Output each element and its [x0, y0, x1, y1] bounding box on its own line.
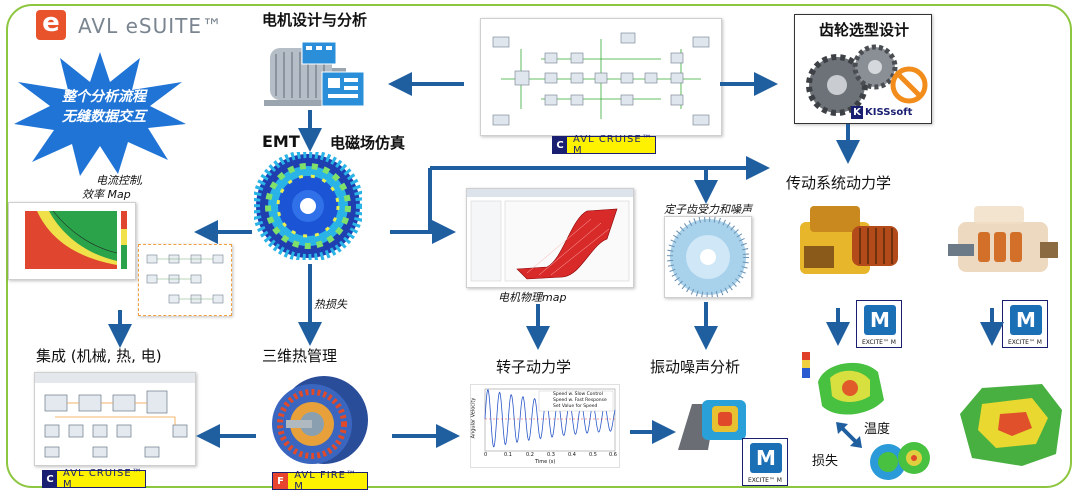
excite-m-icon: M — [750, 443, 782, 473]
label-drivetrain: 传动系统动力学 — [786, 174, 892, 192]
cruise-badge-top: C AVL CRUISE™ M — [552, 134, 656, 156]
kisssoft-logo: K KISSsoft — [851, 105, 912, 119]
control-block-diagram — [146, 254, 224, 304]
excite-text: EXCITE™ M — [862, 339, 896, 346]
rotor-xtick-3: 0.3 — [547, 452, 555, 458]
starburst-line2: 无缝数据交互 — [62, 109, 146, 125]
loss-temperature-arrow — [836, 422, 862, 448]
control-block-thumbnail — [138, 244, 232, 316]
label-temperature: 温度 — [864, 422, 891, 437]
no-entry-icon — [890, 66, 928, 104]
excite-logo-mid: M EXCITE™ M — [856, 300, 902, 348]
label-loss: 损失 — [812, 454, 839, 469]
cruise-c-icon: C — [43, 471, 58, 487]
rotor-xtick-1: 0.1 — [504, 452, 512, 458]
rotor-xtick-0: 0 — [484, 452, 488, 458]
excite-text: EXCITE™ M — [1008, 339, 1042, 346]
gear-selection-panel: 齿轮选型设计 K KISSsoft — [794, 14, 932, 124]
gears-illustration — [806, 44, 898, 116]
label-stator-tooth: 定子齿受力和噪声 — [664, 203, 752, 216]
em-field-simulation — [254, 152, 362, 260]
gear-temperature-model — [870, 442, 930, 480]
excite-logo-right: M EXCITE™ M — [1002, 300, 1048, 348]
outer-frame — [6, 4, 1072, 488]
cruise-model-diagram — [492, 32, 710, 126]
label-nvh: 振动噪声分析 — [650, 358, 741, 376]
cruise-model-thumbnail — [480, 18, 722, 136]
label-motor-map: 电机物理map — [498, 291, 567, 304]
excite-text: EXCITE™ M — [748, 477, 782, 484]
starburst-line1: 整个分析流程 — [62, 89, 146, 105]
motor-illustration — [264, 41, 365, 107]
esuite-e-icon: e — [36, 10, 66, 40]
nvh-test-rig-model — [678, 400, 746, 450]
rotor-legend-3: Set Value for Speed — [553, 404, 598, 409]
label-rotor: 转子动力学 — [496, 358, 572, 376]
label-motor-design: 电机设计与分析 — [262, 11, 368, 29]
rotor-xtick-2: 0.2 — [526, 452, 534, 458]
cruise-badge-text: AVL CRUISE™ M — [573, 134, 653, 156]
powertrain-temperature-model — [960, 384, 1062, 466]
label-em-field: 电磁场仿真 — [330, 134, 406, 152]
fire-f-icon: F — [273, 473, 289, 489]
rotor-speed-plot: Speed w. Slow Control Speed w. Fast Resp… — [470, 384, 620, 468]
rotor-xtick-4: 0.4 — [568, 452, 576, 458]
gearbox-3d-model — [800, 206, 898, 274]
excite-m-icon: M — [1010, 305, 1042, 335]
label-emt: EMT — [262, 132, 300, 151]
logo-text: AVL eSUITE™ — [78, 14, 223, 38]
integration-model-thumbnail — [34, 372, 196, 466]
cruise-badge-bottom: C AVL CRUISE™ M — [42, 468, 146, 490]
excite-m-icon: M — [864, 305, 896, 335]
rotor-xtick-5: 0.5 — [589, 452, 597, 458]
gearbox-loss-model — [802, 352, 884, 415]
integration-model-diagram — [35, 373, 195, 458]
excite-logo-bottom: M EXCITE™ M — [742, 438, 788, 486]
starburst-shape — [14, 52, 186, 176]
rotor-speed-chart — [484, 388, 616, 452]
cruise-badge-text: AVL CRUISE™ M — [63, 468, 143, 490]
motor-map-plot — [467, 189, 633, 282]
label-integration: 集成 (机械, 热, 电) — [36, 347, 162, 365]
rotor-legend-1: Speed w. Slow Control — [553, 392, 603, 397]
label-current-control: 电流控制, — [96, 174, 144, 187]
cruise-c-icon: C — [553, 137, 568, 153]
label-gear-selection: 齿轮选型设计 — [819, 21, 910, 39]
efficiency-map-plot — [25, 210, 127, 269]
fire-badge-text: AVL FIRE™ M — [294, 470, 357, 492]
stator-noise-thumbnail — [664, 216, 752, 298]
stator-noise-plot — [667, 216, 749, 298]
starburst-badge — [14, 52, 186, 176]
label-thermal: 三维热管理 — [262, 347, 338, 365]
motor-map-thumbnail — [466, 188, 634, 288]
fire-badge: F AVL FIRE™ M — [272, 470, 368, 492]
efficiency-map-thumbnail — [8, 202, 136, 280]
powertrain-3d-model — [948, 206, 1058, 272]
label-heat-loss: 热损失 — [314, 298, 347, 311]
rotor-legend-2: Speed w. Fast Response — [553, 398, 607, 403]
thermal-motor-model — [272, 376, 368, 464]
kisssoft-k-icon: K — [851, 105, 863, 119]
avl-esuite-logo: e AVL eSUITE™ — [36, 8, 236, 42]
kisssoft-text: KISSsoft — [865, 106, 913, 118]
rotor-xtick-6: 0.6 — [609, 452, 617, 458]
rotor-xlabel: Time (s) — [535, 459, 556, 465]
